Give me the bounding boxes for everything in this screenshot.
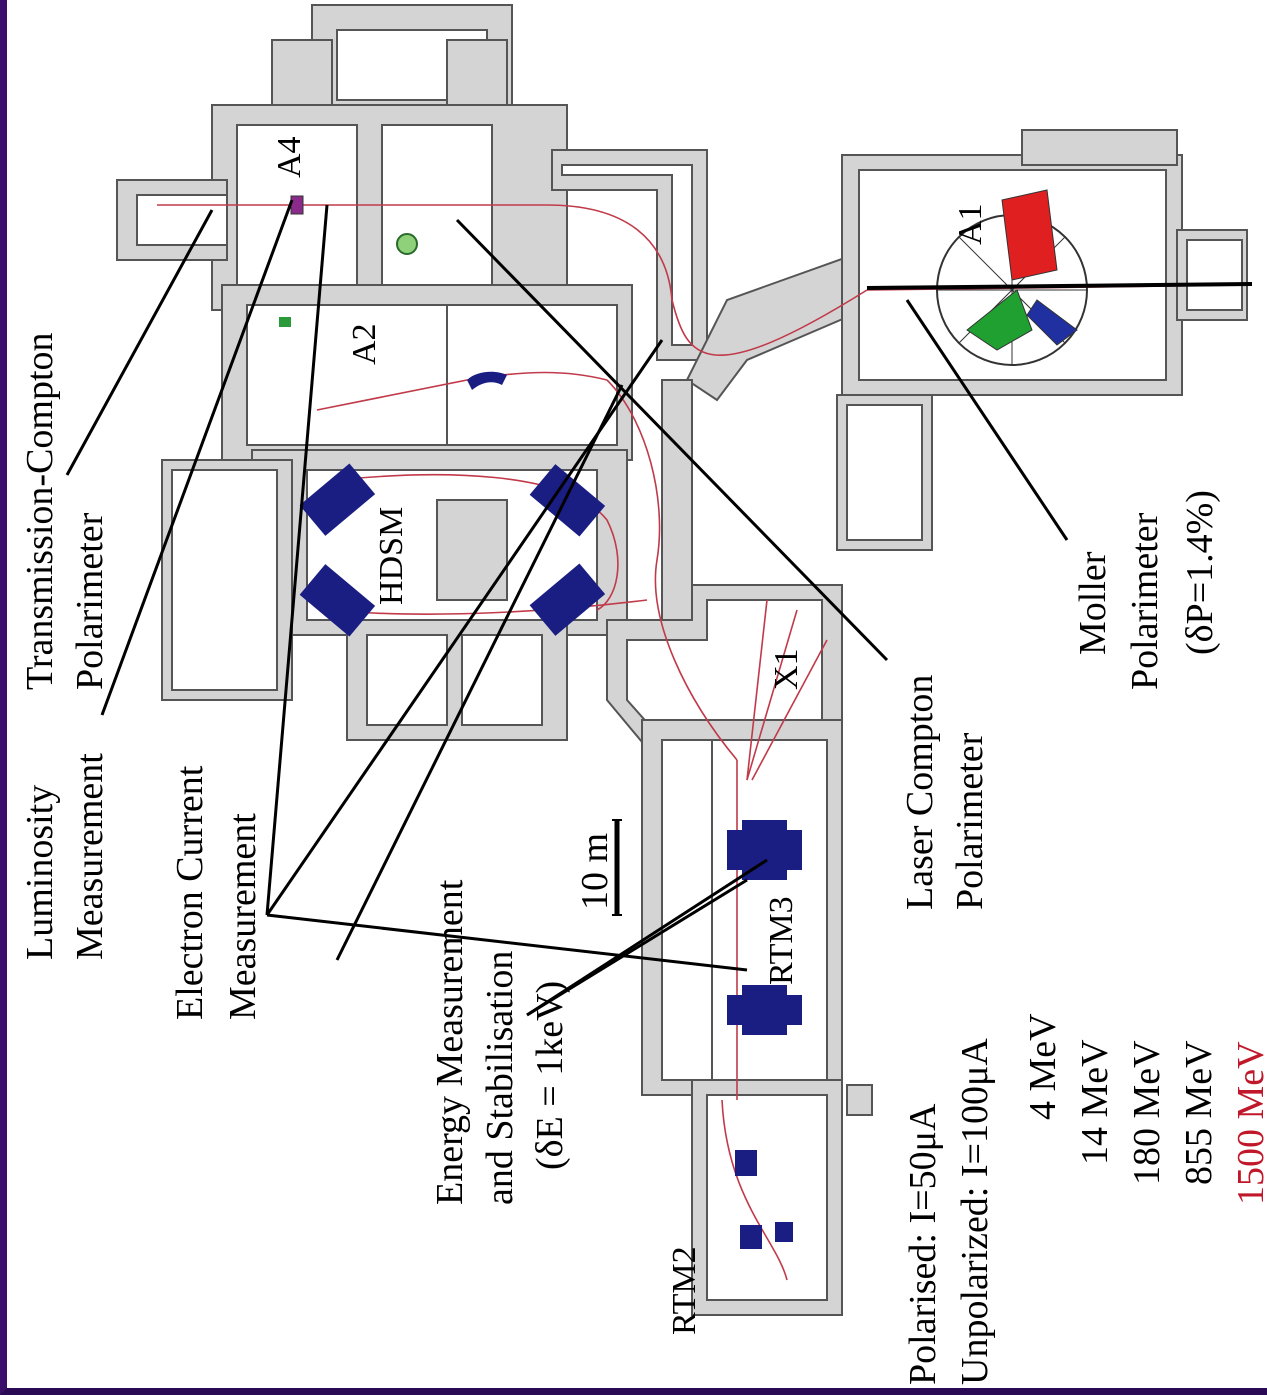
a1-spectrometers xyxy=(866,189,1253,366)
moller-label-line1: Moller xyxy=(1072,551,1114,655)
energy-label-line3: (δE = 1keV) xyxy=(529,981,571,1170)
floor-plan: A4 A1 A2 X1 HDSM RTM3 RTM2 Transmission-… xyxy=(19,4,1267,1385)
luminosity-label-line2: Measurement xyxy=(69,753,111,960)
electron-current-label-line1: Electron Current xyxy=(169,765,211,1020)
hall-label-a2: A2 xyxy=(346,323,383,365)
hall-label-x1: X1 xyxy=(768,648,805,690)
hall-label-rtm3: RTM3 xyxy=(763,896,800,985)
leader-lines xyxy=(65,199,1069,1017)
current-polarised-label: Polarised: I=50μA xyxy=(902,1103,944,1385)
transmission-compton-label-line2: Polarimeter xyxy=(69,512,111,690)
energy-item: 855 MeV xyxy=(1178,1040,1220,1185)
energy-item-highlight: 1500 MeV xyxy=(1230,1041,1267,1205)
moller-label-line2: Polarimeter xyxy=(1124,512,1166,690)
scale-label: 10 m xyxy=(574,833,616,910)
energy-label-line1: Energy Measurement xyxy=(429,879,471,1205)
scale-bar xyxy=(612,819,622,916)
electron-current-label-line2: Measurement xyxy=(222,813,264,1020)
energy-label-line2: and Stabilisation xyxy=(479,951,521,1205)
hall-label-a4: A4 xyxy=(271,136,308,178)
energy-item: 180 MeV xyxy=(1126,1040,1168,1185)
laser-compton-label-line2: Polarimeter xyxy=(949,732,991,910)
current-unpolarized-label: Unpolarized: I=100μA xyxy=(954,1038,996,1385)
energy-item: 4 MeV xyxy=(1022,1013,1064,1120)
hall-label-hdsm: HDSM xyxy=(373,507,410,605)
hall-label-rtm2: RTM2 xyxy=(666,1246,703,1335)
luminosity-label-line1: Luminosity xyxy=(19,785,61,960)
moller-label-line3: (δP=1.4%) xyxy=(1179,490,1221,655)
transmission-compton-label-line1: Transmission-Compton xyxy=(19,332,61,690)
energy-item: 14 MeV xyxy=(1074,1039,1116,1165)
laser-compton-label-line1: Laser Compton xyxy=(899,675,941,910)
hall-label-a1: A1 xyxy=(952,203,989,245)
